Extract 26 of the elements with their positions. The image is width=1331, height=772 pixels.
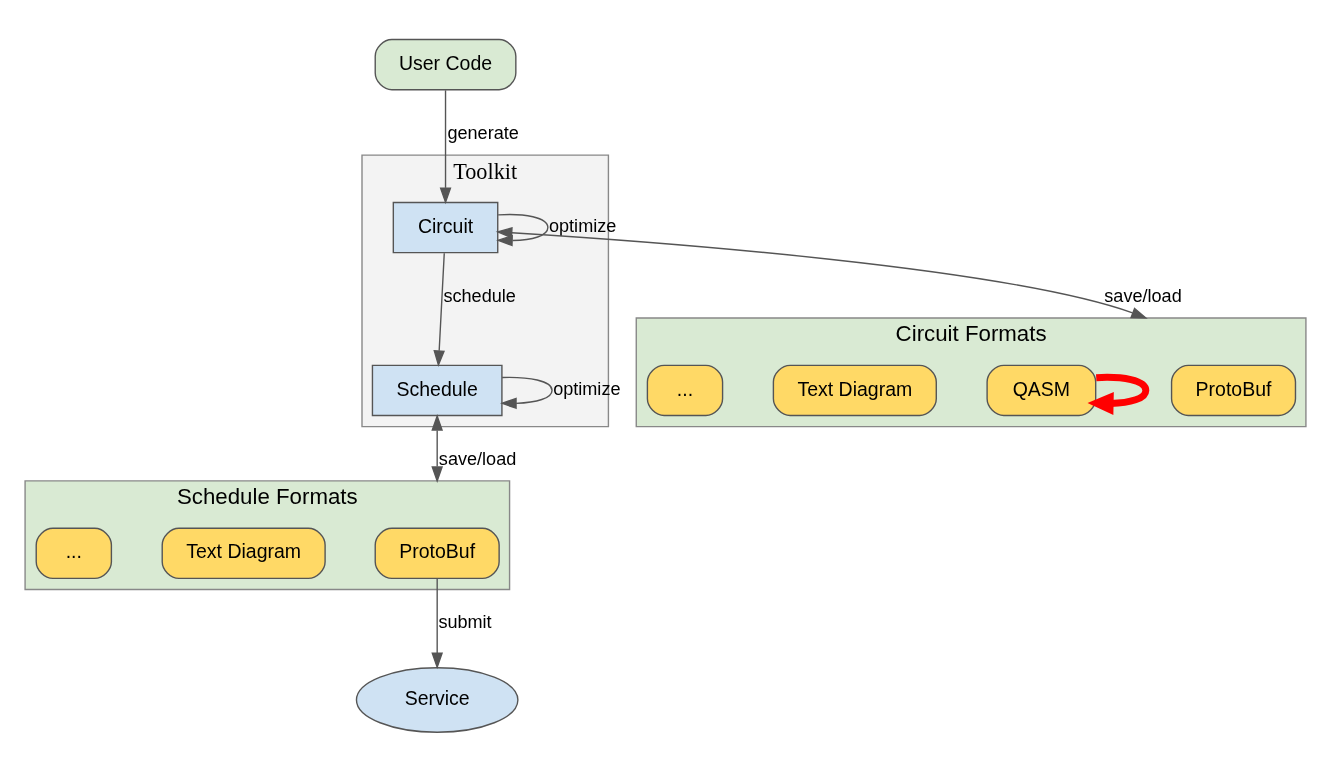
node-box: ... — [35, 527, 113, 580]
arrow — [495, 226, 1148, 319]
arrow — [1087, 373, 1150, 415]
node-box: ProtoBuf — [374, 527, 500, 580]
node-box: QASM — [986, 364, 1097, 417]
node-ellipse: Service — [355, 667, 519, 733]
node-box: ProtoBuf — [1170, 364, 1297, 417]
node-box: Text Diagram — [772, 364, 937, 417]
node-box: Text Diagram — [161, 527, 326, 580]
node-box: Circuit — [392, 201, 499, 254]
node-box: User Code — [374, 38, 517, 91]
edge-label: schedule — [443, 285, 516, 306]
edge-label: generate — [447, 122, 519, 143]
arrow — [431, 577, 444, 670]
arrow — [439, 89, 452, 205]
edge-label: optimize — [549, 216, 617, 237]
edge-label: save/load — [1104, 285, 1182, 306]
node-box: Schedule — [371, 364, 503, 417]
edge-label: submit — [438, 611, 492, 632]
edge-label: optimize — [553, 379, 621, 400]
arrow — [500, 376, 553, 410]
node-box: ... — [646, 364, 724, 417]
edge-label: save/load — [438, 448, 517, 469]
arrow — [433, 252, 446, 368]
arrow — [496, 213, 549, 247]
arrow — [431, 414, 444, 483]
